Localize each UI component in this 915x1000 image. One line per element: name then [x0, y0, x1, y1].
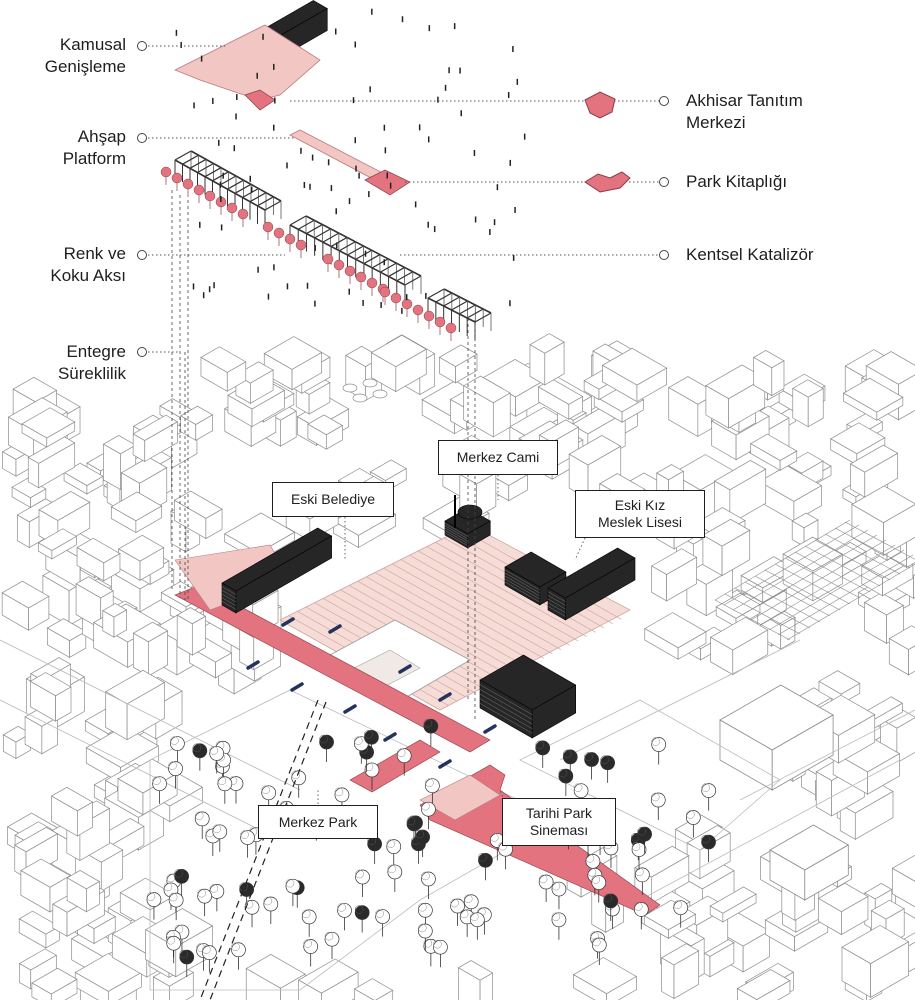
- layer-renk-koku-aksi: [160, 166, 457, 341]
- label-kamusal-genisleme: Kamusal Genişleme: [44, 35, 126, 76]
- layer-ahsap-platform: [289, 129, 411, 196]
- park-zone: [149, 689, 781, 991]
- akhisar-legend-icon: [584, 91, 616, 119]
- central-plaza: [279, 524, 631, 711]
- benches: [246, 617, 497, 769]
- people-figures: [175, 8, 526, 314]
- layer-kamusal-genisleme: [174, 24, 321, 111]
- box-tarihi-park-sinemasi: Tarihi Park Sineması: [502, 798, 616, 846]
- box-eski-kiz-meslek-lisesi: Eski Kız Meslek Lisesi: [575, 490, 705, 538]
- box-merkez-cami: Merkez Cami: [438, 440, 558, 475]
- street-network: [0, 639, 915, 901]
- railway: [199, 699, 327, 1000]
- box-merkez-park: Merkez Park: [258, 805, 378, 839]
- leader-markers: [137, 41, 669, 357]
- label-entegre-sureklilik: Entegre Süreklilik: [57, 342, 126, 383]
- layer-timber-frames: [174, 150, 492, 340]
- label-ahsap-platform: Ahşap Platform: [62, 127, 126, 168]
- kitaplik-legend-icon: [584, 171, 631, 193]
- label-park-kitapligi: Park Kitaplığı: [686, 172, 788, 191]
- label-renk-koku-aksi: Renk ve Koku Aksı: [50, 244, 126, 285]
- label-akhisar-tanitim: Akhisar Tanıtım Merkezi: [686, 91, 803, 132]
- vertical-projection-lines: [171, 190, 476, 720]
- label-kentsel-katalizor: Kentsel Katalizör: [686, 245, 814, 264]
- box-eski-belediye: Eski Belediye: [272, 482, 394, 517]
